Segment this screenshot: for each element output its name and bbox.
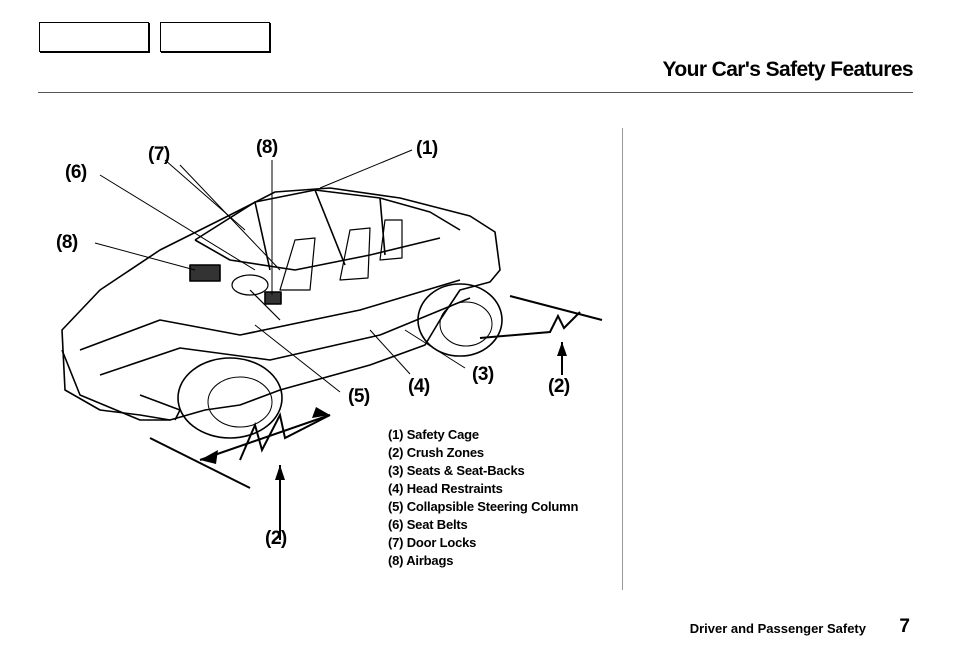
callout-3: (3) (472, 364, 494, 385)
header-divider (38, 92, 913, 93)
callout-2-front: (2) (265, 528, 287, 549)
diagram-legend: (1) Safety Cage (2) Crush Zones (3) Seat… (388, 426, 578, 570)
callout-7: (7) (148, 144, 170, 165)
legend-item: (4) Head Restraints (388, 481, 503, 496)
page-number: 7 (899, 616, 910, 637)
callout-6: (6) (65, 162, 87, 183)
legend-item: (6) Seat Belts (388, 517, 468, 532)
page-title: Your Car's Safety Features (662, 58, 914, 81)
callout-5: (5) (348, 386, 370, 407)
legend-item: (5) Collapsible Steering Column (388, 499, 579, 514)
legend-item: (3) Seats & Seat-Backs (388, 463, 525, 478)
callout-2-rear: (2) (548, 376, 570, 397)
nav-button-next[interactable] (160, 22, 270, 52)
legend-item: (1) Safety Cage (388, 427, 479, 442)
column-divider (622, 128, 623, 590)
car-illustration (61, 149, 603, 540)
callout-8-top: (8) (256, 137, 278, 158)
callout-8-left: (8) (56, 232, 78, 253)
legend-item: (2) Crush Zones (388, 445, 484, 460)
car-safety-diagram: (1) (2) (2) (3) (4) (5) (6) (7) (8) (8) (40, 120, 620, 580)
footer-section-title: Driver and Passenger Safety (689, 621, 866, 636)
nav-button-previous[interactable] (39, 22, 149, 52)
callout-1: (1) (416, 138, 438, 159)
legend-item: (7) Door Locks (388, 535, 477, 550)
callout-4: (4) (408, 376, 430, 397)
legend-item: (8) Airbags (388, 553, 454, 568)
